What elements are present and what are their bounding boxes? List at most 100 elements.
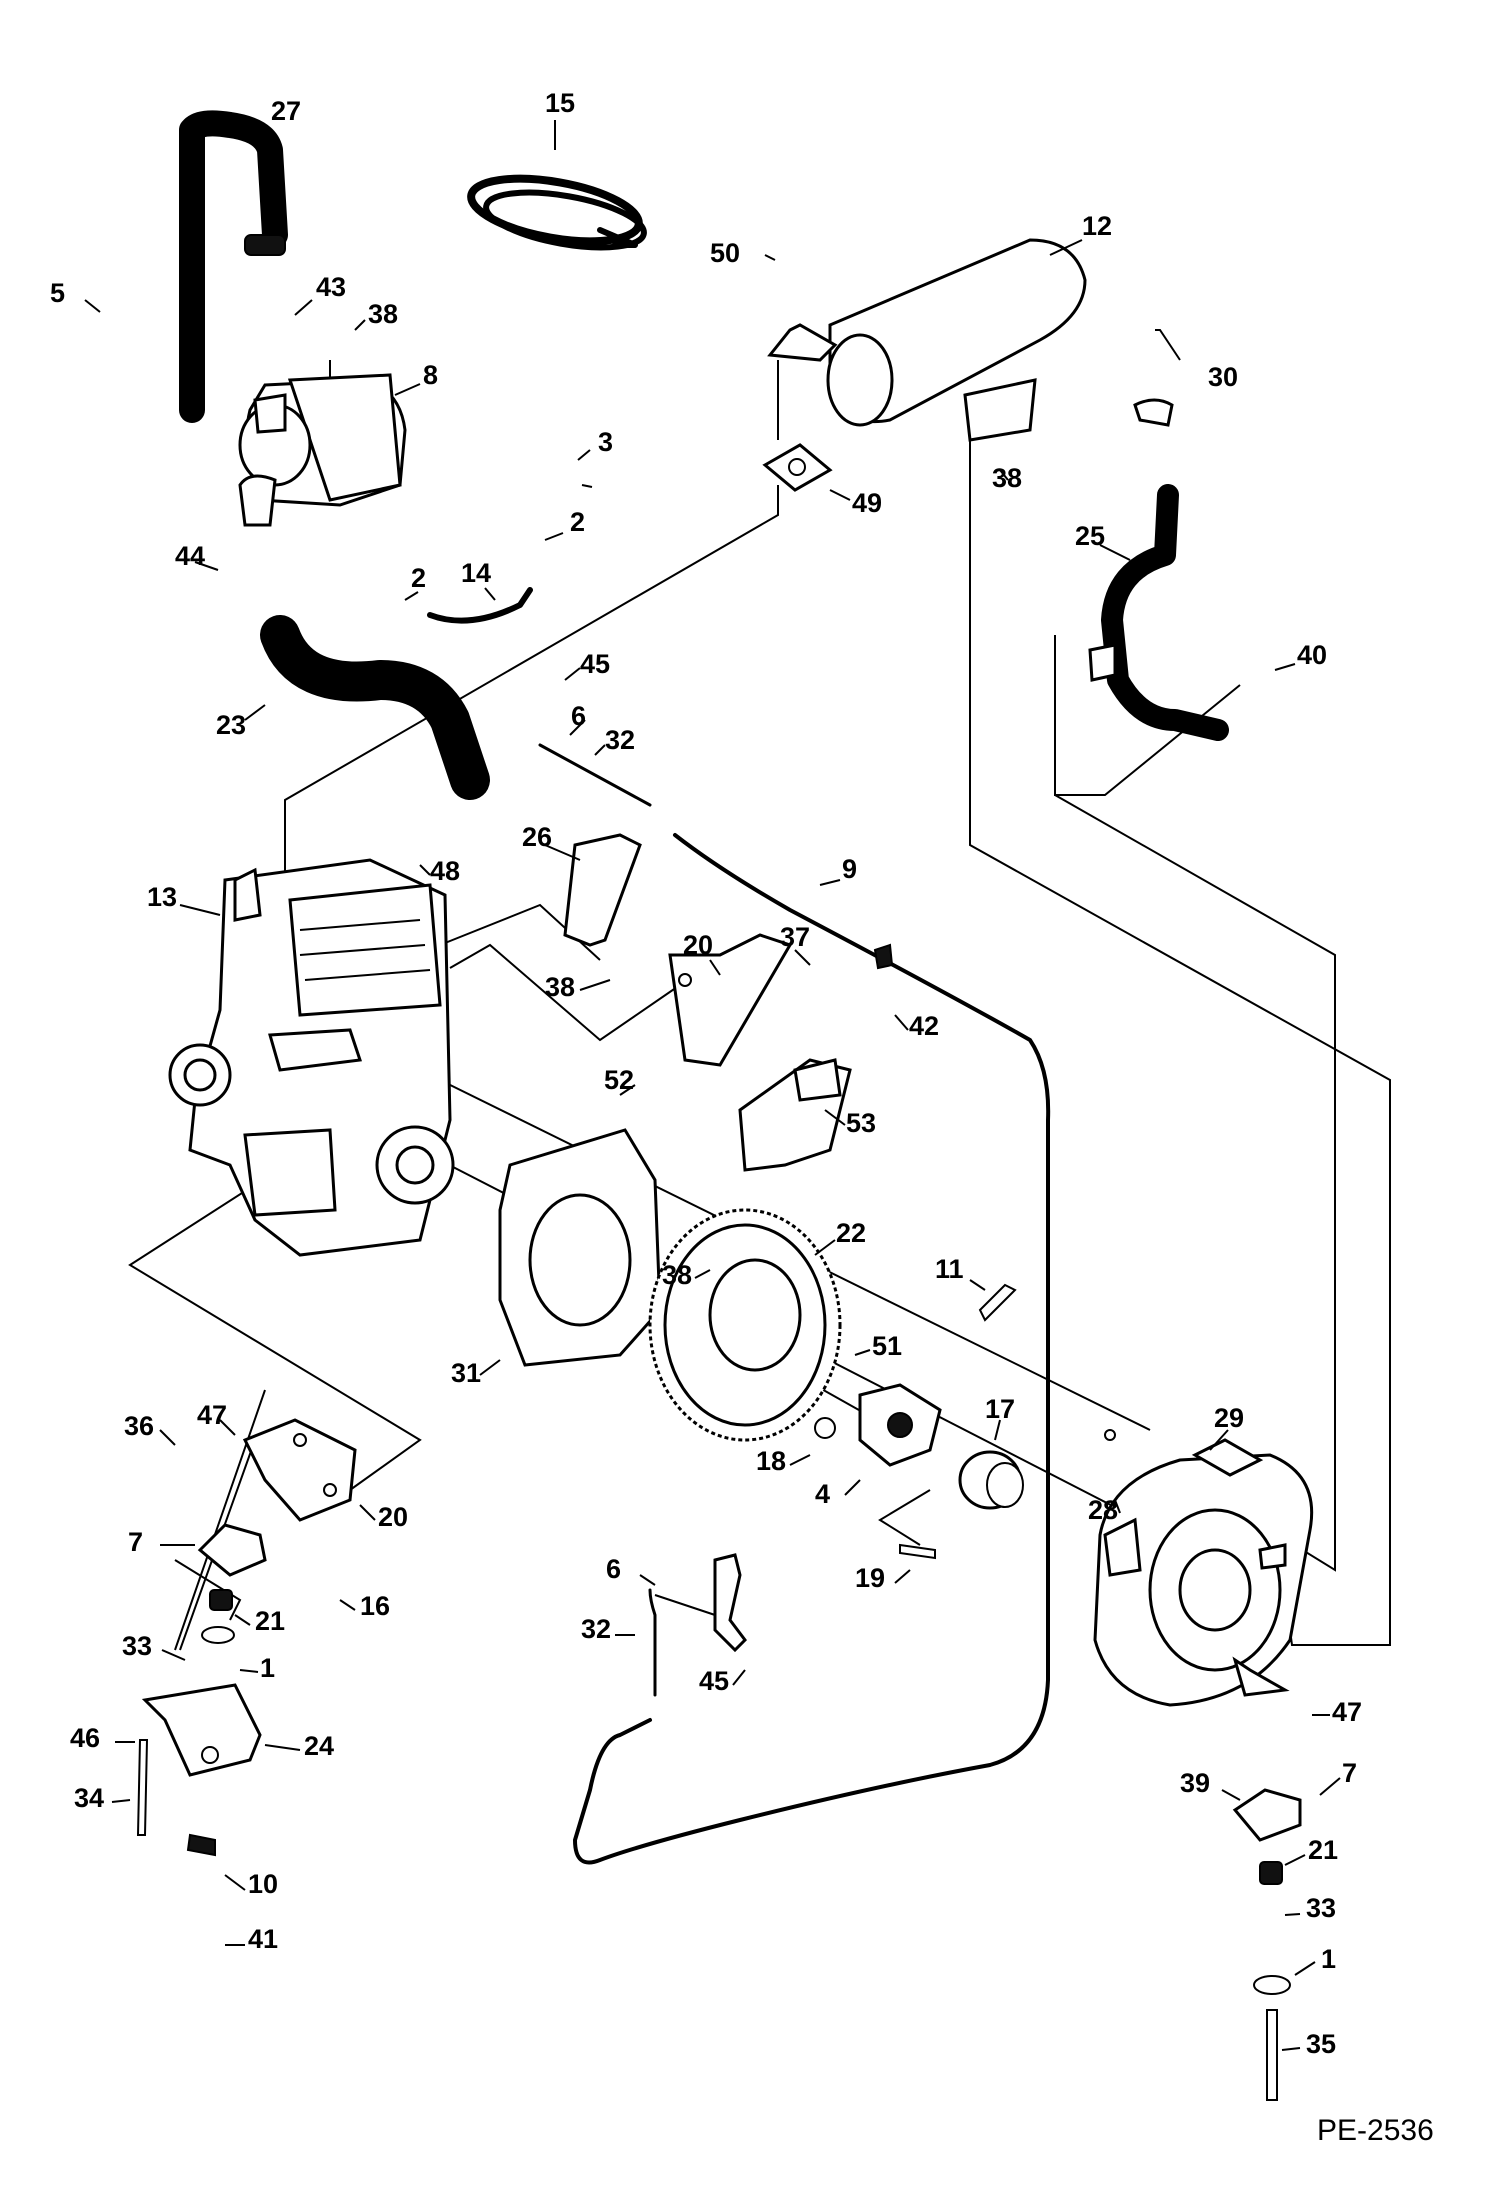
callout-20-b: 20	[378, 1502, 408, 1532]
callout-15: 15	[545, 88, 575, 118]
callout-3: 3	[598, 427, 613, 457]
callout-39: 39	[1180, 1768, 1210, 1798]
callout-38-c: 38	[545, 972, 575, 1002]
flywheel-22	[648, 1208, 842, 1442]
callout-17: 17	[985, 1394, 1015, 1424]
callout-6-b: 6	[606, 1554, 621, 1584]
callout-23: 23	[216, 710, 246, 740]
callout-32-a: 32	[605, 725, 635, 755]
callouts: 27 15 12 50 5 43 38 8 30 3 38 49 2 25 44…	[50, 88, 1434, 2147]
callout-31: 31	[451, 1358, 481, 1388]
callout-44: 44	[175, 541, 205, 571]
callout-27: 27	[271, 96, 301, 126]
lower-hose-23	[260, 615, 490, 800]
callout-25: 25	[1075, 521, 1105, 551]
callout-26: 26	[522, 822, 552, 852]
callout-19: 19	[855, 1563, 885, 1593]
callout-46: 46	[70, 1723, 100, 1753]
callout-49: 49	[852, 488, 882, 518]
upper-hose-27	[179, 110, 288, 423]
callout-7-a: 7	[128, 1527, 143, 1557]
callout-37: 37	[780, 922, 810, 952]
callout-38-d: 38	[662, 1260, 692, 1290]
bolt-11	[978, 1283, 1017, 1322]
spacer-17	[958, 1450, 1024, 1510]
washer-1-left	[201, 1626, 235, 1644]
callout-2-b: 2	[411, 563, 426, 593]
clip-10	[186, 1833, 216, 1857]
bracket-40-plate	[1088, 643, 1117, 682]
breather-tube-14	[427, 587, 533, 624]
callout-9: 9	[842, 854, 857, 884]
callout-16: 16	[360, 1591, 390, 1621]
leader-lines	[84, 120, 1341, 2051]
callout-12: 12	[1082, 211, 1112, 241]
bracket-20-upper	[668, 933, 793, 1067]
bracket-26	[563, 833, 642, 947]
callout-50: 50	[710, 238, 740, 268]
callout-38-a: 38	[368, 299, 398, 329]
callout-29: 29	[1214, 1403, 1244, 1433]
callout-30: 30	[1208, 362, 1238, 392]
callout-48: 48	[430, 856, 460, 886]
hoses	[179, 110, 1229, 1865]
bushing-21-right	[1259, 1861, 1283, 1885]
throttle-lever	[654, 1553, 747, 1653]
throttle-cable-9	[573, 833, 1051, 1865]
bolt-35	[1266, 2009, 1278, 2101]
drawing-code: PE-2536	[1317, 2114, 1434, 2147]
clamp-30	[1133, 398, 1174, 427]
muffler-12	[762, 238, 1174, 682]
callout-47-b: 47	[1332, 1697, 1362, 1727]
callout-10: 10	[248, 1869, 278, 1899]
callout-41: 41	[248, 1924, 278, 1954]
callout-1-a: 1	[260, 1653, 275, 1683]
callout-8: 8	[423, 360, 438, 390]
air-cleaner-8	[238, 234, 407, 527]
callout-45-b: 45	[699, 1666, 729, 1696]
callout-20-a: 20	[683, 930, 713, 960]
callout-24: 24	[304, 1731, 334, 1761]
callout-22: 22	[836, 1218, 866, 1248]
callout-28: 28	[1088, 1495, 1118, 1525]
bracket-24	[141, 1683, 262, 1777]
callout-1-b: 1	[1321, 1944, 1336, 1974]
callout-52: 52	[604, 1065, 634, 1095]
engine-13	[168, 858, 455, 1257]
callout-45-a: 45	[580, 649, 610, 679]
callout-33-a: 33	[122, 1631, 152, 1661]
callout-4: 4	[815, 1479, 830, 1509]
mount-bracket-53	[738, 943, 894, 1172]
callout-34: 34	[74, 1783, 104, 1813]
callout-21-b: 21	[1308, 1835, 1338, 1865]
callout-43: 43	[316, 272, 346, 302]
mount-7-right	[1232, 1788, 1302, 1842]
pump-housing-29	[1093, 1429, 1314, 1707]
cable-6-link	[538, 743, 652, 807]
mount-7-left	[197, 1523, 267, 1577]
callout-21-a: 21	[255, 1606, 285, 1636]
bushing-21-left	[209, 1589, 233, 1611]
bolt-19	[899, 1543, 936, 1560]
callout-13: 13	[147, 882, 177, 912]
callout-51: 51	[872, 1331, 902, 1361]
callout-32-b: 32	[581, 1614, 611, 1644]
callout-42: 42	[909, 1011, 939, 1041]
coupling-4	[858, 1383, 942, 1467]
callout-40: 40	[1297, 640, 1327, 670]
callout-53: 53	[846, 1108, 876, 1138]
washer-1-right	[1253, 1975, 1291, 1995]
adapter-plate-31	[498, 1128, 662, 1367]
callout-47-a: 47	[197, 1400, 227, 1430]
callout-11: 11	[935, 1254, 964, 1284]
callout-14: 14	[461, 558, 491, 588]
washer-18	[814, 1417, 836, 1439]
bracket-20-lower	[242, 1418, 357, 1522]
callout-18: 18	[756, 1446, 786, 1476]
bolt-34	[136, 1739, 149, 1836]
callout-5: 5	[50, 278, 65, 308]
callout-35: 35	[1306, 2029, 1336, 2059]
callout-7-b: 7	[1342, 1758, 1357, 1788]
callout-33-b: 33	[1306, 1893, 1336, 1923]
